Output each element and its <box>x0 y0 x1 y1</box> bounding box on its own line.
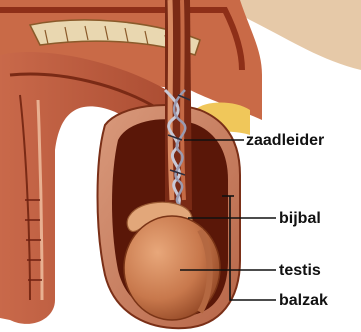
spermatic-cord <box>165 0 192 210</box>
label-balzak: balzak <box>279 292 328 309</box>
label-testis: testis <box>279 262 321 279</box>
label-bijbal: bijbal <box>279 210 321 227</box>
label-zaadleider: zaadleider <box>246 132 324 149</box>
